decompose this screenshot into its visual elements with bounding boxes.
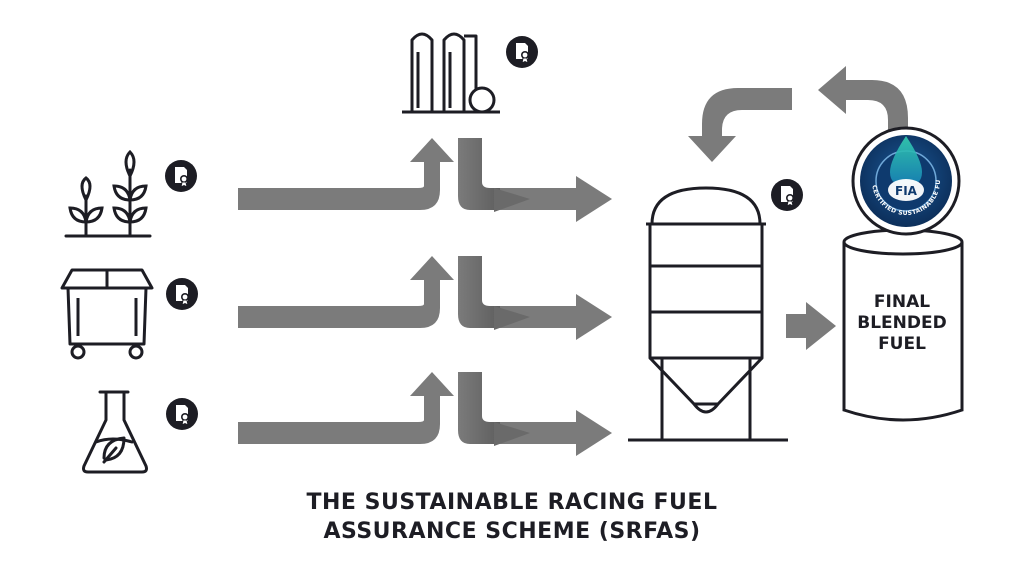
- flow-row-2: [238, 256, 612, 340]
- scheme-title-line-2: ASSURANCE SCHEME (SRFAS): [323, 519, 701, 544]
- flow-row-3: [238, 372, 612, 456]
- split-up-arrow: [404, 256, 454, 328]
- scheme-title-line-1: THE SUSTAINABLE RACING FUEL: [306, 490, 718, 515]
- certificate-badge-icon: [505, 35, 539, 69]
- blending-tank-icon: [628, 186, 788, 442]
- split-up-arrow: [404, 372, 454, 444]
- flow-bar-right: [500, 306, 580, 328]
- plants-icon: [64, 149, 152, 238]
- flow-arrowhead-shadow: [494, 188, 530, 212]
- flow-bar: [238, 306, 408, 328]
- certificate-badge-icon: [165, 397, 199, 431]
- flow-arrowhead: [576, 294, 612, 340]
- certificate-badge-icon: [164, 159, 198, 193]
- final-blended-fuel-label: FINAL BLENDED FUEL: [840, 292, 964, 355]
- scheme-title: THE SUSTAINABLE RACING FUEL ASSURANCE SC…: [0, 488, 1024, 546]
- drum-label-line-1: FINAL: [873, 292, 931, 312]
- flow-arrowhead: [576, 176, 612, 222]
- flow-bar: [238, 422, 408, 444]
- flow-bar-right: [500, 422, 580, 444]
- fuel-drop-icon: [890, 136, 922, 186]
- refinery-icon: [402, 32, 500, 114]
- flow-arrowhead-shadow: [494, 422, 530, 446]
- flow-bar: [238, 188, 408, 210]
- flask-icon: [82, 390, 148, 474]
- return-arrows: [688, 66, 908, 162]
- drum-label-line-3: FUEL: [878, 334, 926, 354]
- flow-row-1: [238, 138, 612, 222]
- drum-label-line-2: BLENDED: [857, 313, 947, 333]
- flow-bar-right: [500, 188, 580, 210]
- flow-arrowhead-shadow: [494, 306, 530, 330]
- waste-bin-icon: [60, 268, 154, 360]
- split-up-arrow: [404, 138, 454, 210]
- output-arrow: [786, 302, 836, 350]
- certificate-badge-icon: [165, 277, 199, 311]
- certificate-badge-icon: [770, 178, 804, 212]
- flow-arrowhead: [576, 410, 612, 456]
- seal-logo-text: FIA: [895, 184, 918, 198]
